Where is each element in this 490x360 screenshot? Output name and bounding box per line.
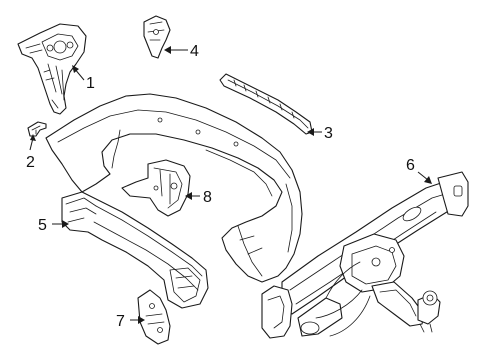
callout-4: 4 [190, 43, 199, 60]
part-7-mounting-plate [137, 289, 171, 345]
callout-5: 5 [38, 217, 47, 234]
part-8-center-bracket [121, 159, 191, 217]
callout-3: 3 [324, 125, 333, 142]
callout-7: 7 [116, 313, 125, 330]
callout-2: 2 [26, 154, 35, 171]
callout-6: 6 [406, 157, 415, 174]
part-5-impact-beam [61, 191, 209, 309]
part-4-mounting-bracket [143, 15, 171, 59]
leader-lines [29, 46, 432, 324]
callout-1: 1 [86, 75, 95, 92]
callout-labels: 1 2 3 4 5 6 7 8 [26, 43, 415, 330]
part-2-clip [27, 121, 47, 137]
part-6-tow-hitch [261, 171, 469, 339]
callout-8: 8 [203, 189, 212, 206]
bumper-cover [45, 93, 303, 283]
part-1-side-bracket [17, 23, 87, 115]
